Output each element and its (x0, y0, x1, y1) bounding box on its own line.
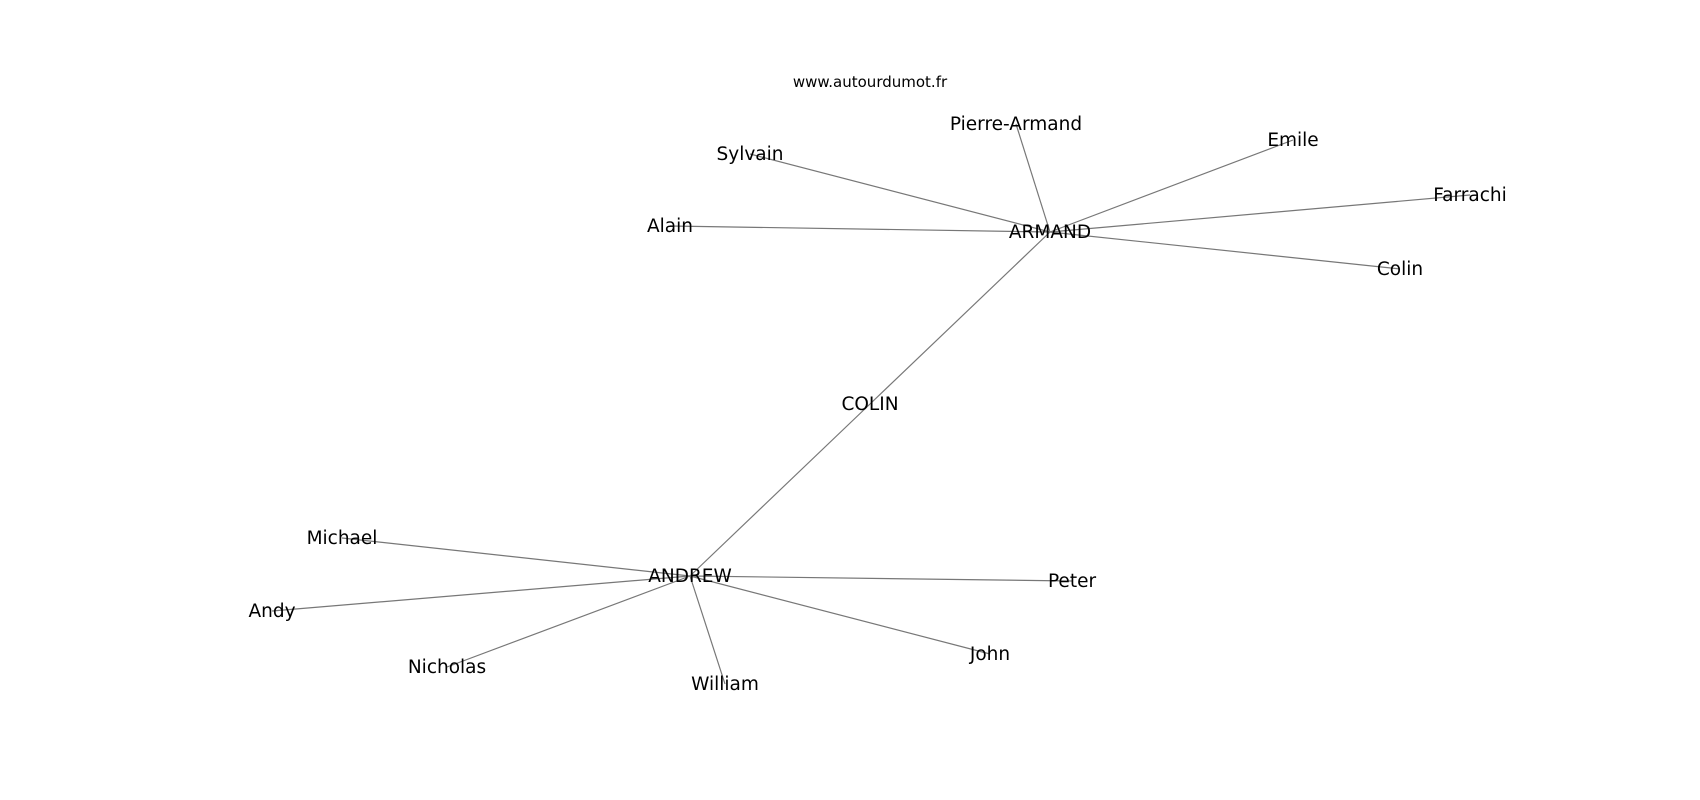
node-label-michael: Michael (307, 528, 378, 549)
edge-andrew-peter (689, 575, 1073, 582)
node-label-nicholas: Nicholas (408, 657, 486, 678)
node-label-colin: COLIN (841, 394, 898, 415)
edge-armand-colin (869, 231, 1051, 405)
edge-andrew-andy (271, 575, 691, 612)
node-label-sylvain: Sylvain (717, 144, 784, 165)
diagram-title: www.autourdumot.fr (792, 73, 948, 91)
node-label-john: John (969, 644, 1010, 665)
edge-andrew-john (689, 575, 991, 655)
node-label-alain: Alain (647, 216, 693, 237)
node-label-andrew: ANDREW (648, 566, 732, 587)
edge-armand-sylvain (749, 153, 1051, 233)
edge-armand-farrachi (1049, 194, 1471, 233)
node-label-emile: Emile (1267, 130, 1318, 151)
edge-colin-andrew (689, 403, 871, 577)
node-label-pierre-armand: Pierre-Armand (950, 114, 1082, 135)
edge-armand-colin (1049, 231, 1401, 270)
node-label-armand: ARMAND (1009, 222, 1091, 243)
edge-armand-pierre-armand (1015, 123, 1051, 233)
node-label-william: William (691, 674, 759, 695)
node-label-andy: Andy (248, 601, 295, 622)
edge-armand-alain (669, 225, 1051, 233)
node-label-colin: Colin (1377, 259, 1423, 280)
node-label-peter: Peter (1048, 571, 1097, 592)
edge-andrew-nicholas (446, 575, 691, 668)
edge-andrew-michael (341, 537, 691, 577)
edge-armand-emile (1049, 139, 1294, 233)
edge-andrew-william (689, 575, 726, 685)
node-label-farrachi: Farrachi (1433, 185, 1507, 206)
